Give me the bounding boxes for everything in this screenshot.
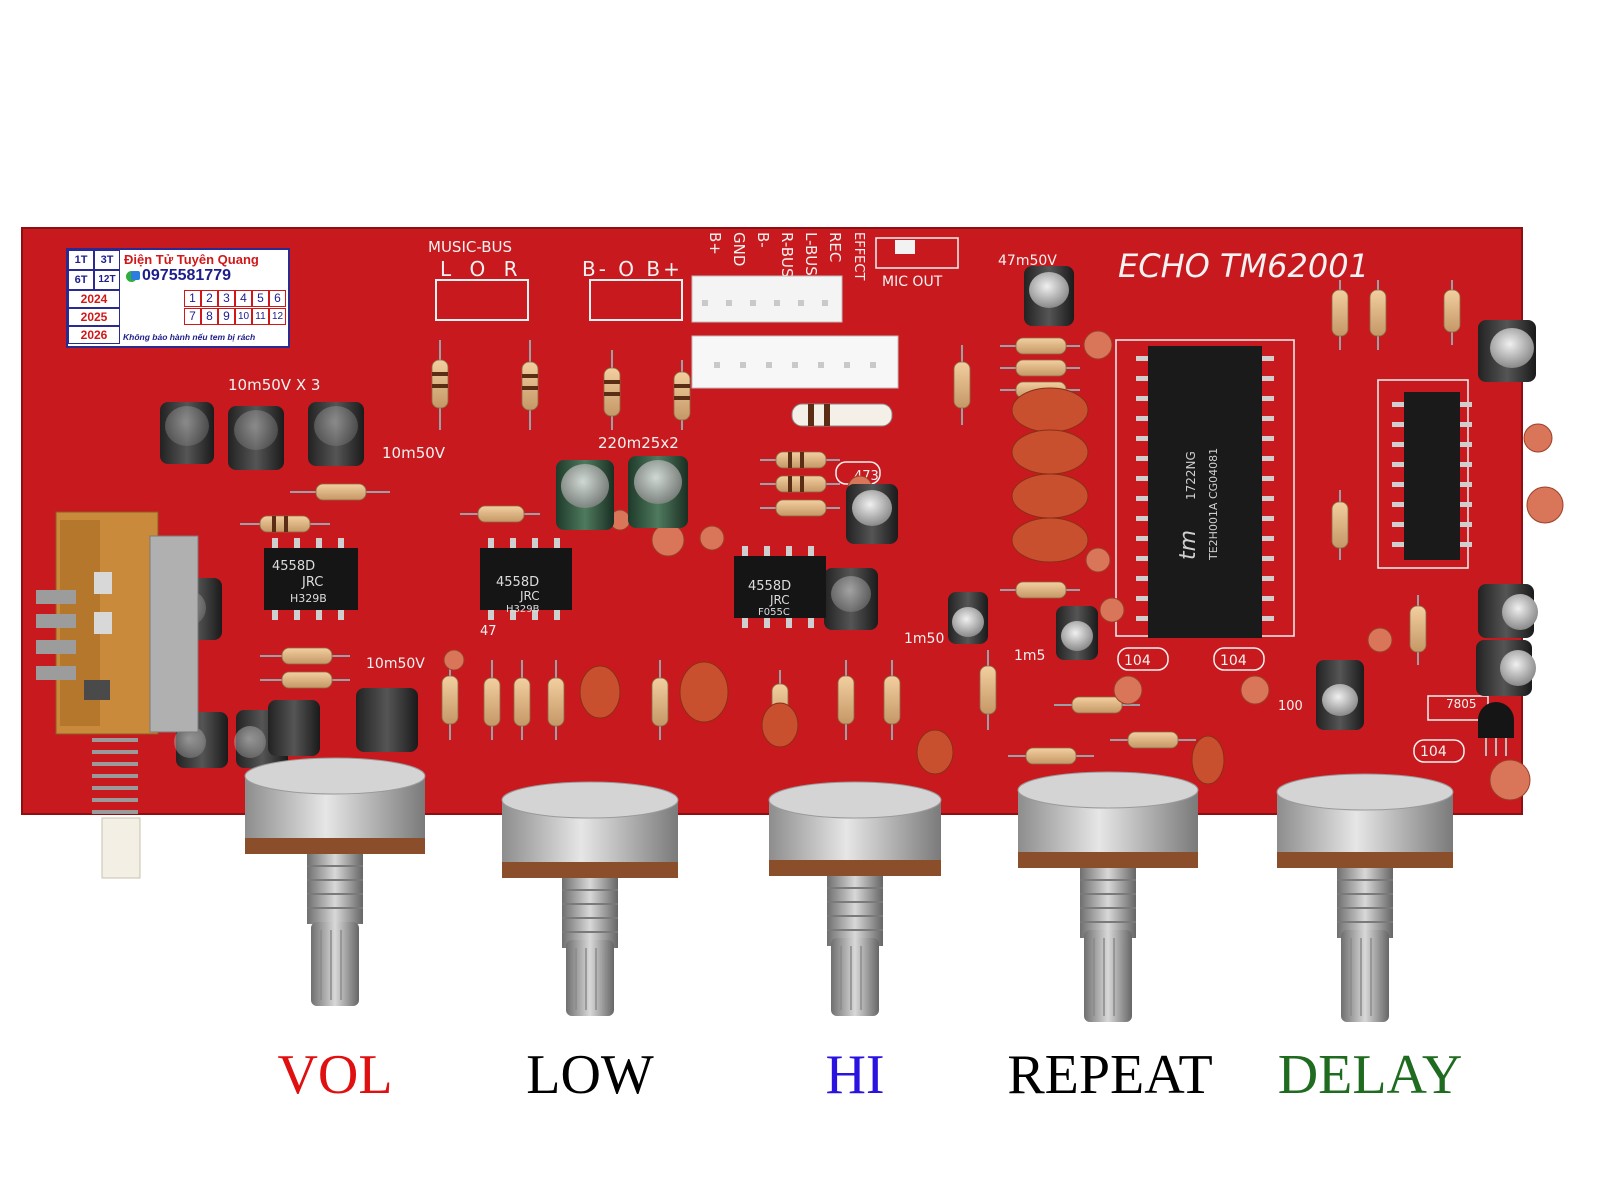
- bus-pin-3: R-BUS: [778, 232, 796, 277]
- voltage-regulator: [1478, 702, 1514, 756]
- chip-1: 4558D JRC H329B: [264, 538, 358, 620]
- month-cell: 1: [184, 290, 201, 307]
- month-cell: 9: [218, 308, 235, 325]
- main-echo-chip: tm 1722NG TE2H001A CG04081: [1136, 346, 1274, 638]
- chip-1-line1: 4558D: [272, 559, 315, 574]
- knob-label-vol: VOL: [277, 1044, 393, 1106]
- knob-label-delay: DELAY: [1277, 1044, 1463, 1106]
- cap-104-b-label: 104: [1220, 653, 1247, 669]
- pot-low: [501, 781, 679, 1016]
- main-chip-line3: TE2H001A CG04081: [1207, 448, 1220, 561]
- month-cell: 3: [218, 290, 235, 307]
- mic-out-label: MIC OUT: [882, 274, 943, 290]
- push-switch: [36, 511, 199, 879]
- reg-7805-label: 7805: [1446, 697, 1477, 711]
- bus-pin-labels: B+ GND B- R-BUS L-BUS REC: [706, 232, 844, 277]
- music-bus-pins-label: L O R: [440, 257, 524, 281]
- period-cell: 3T: [94, 250, 120, 270]
- warranty-sticker: 1T 3T 6T 12T 2024 2025 2026 Điện Tử Tuyê…: [66, 248, 290, 348]
- chip-3-line3: F055C: [758, 607, 790, 618]
- phone-number: 0975581779: [142, 267, 231, 284]
- pot-repeat: [1017, 771, 1199, 1022]
- power-pins-label: B- O B+: [582, 257, 683, 281]
- month-cell: 5: [252, 290, 269, 307]
- warranty-notice: Không bảo hành nếu tem bị rách: [123, 332, 256, 342]
- cap-1m50-label: 1m50: [904, 631, 944, 647]
- electrolytic-capacitors: [160, 266, 1538, 768]
- pot-vol: [244, 757, 426, 1006]
- cap-100-label: 100: [1278, 699, 1303, 714]
- chip-1-line2: JRC: [301, 575, 323, 590]
- bus-pin-0: B+: [706, 232, 724, 255]
- knob-label-hi: HI: [825, 1044, 885, 1106]
- res-47-label: 47: [480, 624, 497, 639]
- music-bus-label: MUSIC-BUS: [428, 238, 512, 256]
- main-chip-line2: 1722NG: [1184, 451, 1198, 500]
- cap-10m50v-x3-label: 10m50V X 3: [228, 376, 320, 394]
- main-chip-line1: tm: [1176, 530, 1201, 560]
- cap-104-label: 104: [1124, 653, 1151, 669]
- chip-2: 4558D JRC H329B: [480, 538, 572, 620]
- resistors: [240, 280, 1461, 765]
- cap-47m50v-label: 47m50V: [998, 253, 1057, 269]
- bus-connector-top: [691, 275, 843, 323]
- zalo-icon: [131, 271, 140, 280]
- month-cell: 12: [269, 308, 286, 325]
- cap-1m5-label: 1m5: [1014, 648, 1045, 664]
- chip-3-line1: 4558D: [748, 579, 791, 594]
- chip-3-line2: JRC: [769, 593, 790, 607]
- month-cell: 8: [201, 308, 218, 325]
- op-amp-chips: 4558D JRC H329B 4558D JRC H329B 4558D JR…: [264, 346, 1514, 756]
- month-cell: 11: [252, 308, 269, 325]
- cap-104-c-label: 104: [1420, 744, 1447, 760]
- effect-label: EFFECT: [851, 232, 866, 280]
- model-label: ECHO TM62001: [1118, 247, 1369, 285]
- bus-pin-5: REC: [826, 232, 844, 262]
- bus-pin-2: B-: [754, 232, 772, 248]
- bus-pin-1: GND: [730, 232, 748, 266]
- shop-name: Điện Tử Tuyên Quang: [124, 252, 259, 267]
- chip-2-line1: 4558D: [496, 575, 539, 590]
- month-cell: 4: [235, 290, 252, 307]
- knob-label-repeat: REPEAT: [1007, 1044, 1213, 1106]
- cap-220m25x2-label: 220m25x2: [598, 434, 679, 452]
- bus-pin-4: L-BUS: [802, 232, 820, 276]
- year-cell: 2026: [68, 326, 120, 344]
- year-cell: 2025: [68, 308, 120, 326]
- silkscreen-labels: ECHO TM62001 MUSIC-BUS L O R B- O B+ EFF…: [228, 232, 1489, 763]
- connectors: [435, 275, 899, 389]
- year-cell: 2024: [68, 290, 120, 308]
- cap-10m50v-b-label: 10m50V: [366, 656, 425, 672]
- month-cell: 7: [184, 308, 201, 325]
- pot-delay: [1276, 773, 1454, 1022]
- period-cell: 1T: [68, 250, 94, 270]
- month-cell: 2: [201, 290, 218, 307]
- month-cell: 6: [269, 290, 286, 307]
- chip-1-line3: H329B: [290, 592, 327, 605]
- pot-hi: [768, 781, 942, 1016]
- warranty-period-grid: 1T 3T 6T 12T 2024 2025 2026: [68, 250, 120, 346]
- secondary-chip: [1392, 392, 1472, 560]
- cap-10m50v-label: 10m50V: [382, 444, 446, 462]
- chip-3: 4558D JRC F055C: [734, 546, 826, 628]
- chip-2-line3: H329B: [506, 604, 540, 615]
- potentiometers: [244, 757, 1454, 1022]
- period-cell: 6T: [68, 270, 94, 290]
- chip-2-line2: JRC: [519, 589, 540, 603]
- month-cell: 10: [235, 308, 252, 325]
- film-capacitors: [579, 387, 1225, 785]
- knob-label-low: LOW: [526, 1044, 654, 1106]
- period-cell: 12T: [94, 270, 120, 290]
